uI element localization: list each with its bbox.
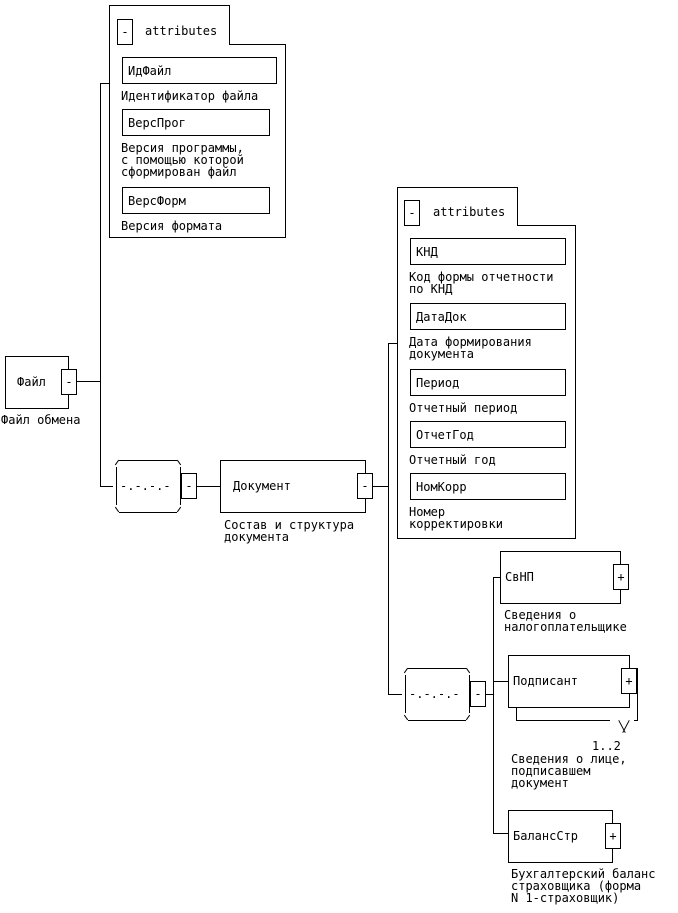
- root-attributes-title: attributes: [145, 24, 218, 38]
- node-podpisant-label: Подписант: [513, 674, 579, 688]
- connector-seq2-v: [493, 577, 494, 833]
- seq2-symbol: -.-.-.-: [409, 687, 460, 701]
- attr-versprog-desc: Версия программы, с помощью которой сфор…: [121, 141, 244, 179]
- node-balansstr-label: БалансСтр: [513, 829, 579, 843]
- seq2-corner-bl: [403, 714, 409, 721]
- seq2-corner-tl: [403, 667, 409, 674]
- node-balansstr-expand[interactable]: +: [605, 823, 621, 849]
- node-podpisant-multiplicity: 1..2: [592, 739, 621, 753]
- node-balansstr-desc: Бухгалтерский баланс страховщика (форма …: [511, 867, 656, 905]
- attr-knd[interactable]: КНД: [410, 238, 566, 265]
- node-podpisant[interactable]: Подписант: [508, 655, 630, 708]
- node-balansstr[interactable]: БалансСтр: [508, 810, 613, 863]
- attr-versform[interactable]: ВерсФорм: [122, 187, 270, 214]
- seq1-right: [180, 467, 181, 505]
- sequence-2-toggle[interactable]: -: [470, 681, 486, 707]
- connector-root-seq: [100, 486, 113, 487]
- doc-attributes-panel-top: [517, 225, 576, 226]
- root-attributes-panel-top: [229, 44, 286, 45]
- node-podpisant-desc: Сведения о лице, подписавшем документ: [511, 752, 627, 790]
- seq2-corner-tr: [465, 667, 471, 674]
- connector-root-h: [77, 381, 100, 382]
- node-document-toggle[interactable]: -: [357, 473, 373, 499]
- node-document[interactable]: Документ: [220, 460, 366, 513]
- node-file[interactable]: Файл: [5, 356, 69, 409]
- seq1-top: [119, 460, 177, 461]
- node-svnp[interactable]: СвНП: [500, 551, 621, 604]
- node-file-desc: Файл обмена: [1, 413, 81, 427]
- doc-attributes-toggle[interactable]: -: [404, 200, 420, 226]
- node-svnp-label: СвНП: [505, 570, 534, 584]
- seq1-corner-tr: [176, 459, 182, 466]
- connector-podpisant: [493, 681, 508, 682]
- attr-idfile-desc: Идентификатор файла: [121, 89, 259, 103]
- seq2-bottom: [408, 720, 466, 721]
- root-attributes-toggle[interactable]: -: [117, 19, 133, 45]
- node-file-toggle[interactable]: -: [61, 369, 77, 395]
- attr-versprog[interactable]: ВерсПрог: [122, 109, 270, 136]
- seq1-bottom: [119, 512, 177, 513]
- seq2-top: [408, 668, 466, 669]
- attr-period[interactable]: Период: [410, 369, 566, 396]
- connector-root-v: [100, 83, 101, 486]
- attr-knd-desc: Код формы отчетности по КНД: [409, 270, 554, 296]
- seq2-left: [405, 675, 406, 713]
- seq1-corner-bl: [114, 506, 120, 513]
- attr-datadok[interactable]: ДатаДок: [410, 303, 566, 330]
- doc-attributes-title: attributes: [433, 205, 506, 219]
- seq1-left: [116, 467, 117, 505]
- connector-doc-attr: [388, 343, 397, 344]
- seq2-corner-br: [465, 714, 471, 721]
- sequence-compositor-1[interactable]: -.-.-.-: [113, 453, 189, 519]
- node-document-label: Документ: [233, 479, 291, 493]
- connector-doc-h: [373, 486, 388, 487]
- attr-nomkorr-desc: Номер корректировки: [409, 505, 503, 531]
- sequence-compositor-2[interactable]: -.-.-.-: [402, 661, 478, 727]
- attr-otchetgod[interactable]: ОтчетГод: [410, 421, 566, 448]
- attr-otchetgod-desc: Отчетный год: [409, 453, 496, 467]
- attr-datadok-desc: Дата формирования документа: [409, 335, 532, 361]
- attr-idfile[interactable]: ИдФайл: [122, 57, 277, 84]
- seq1-symbol: -.-.-.-: [120, 479, 171, 493]
- connector-svnp: [493, 577, 500, 578]
- connector-doc-seq: [388, 694, 402, 695]
- attr-versform-desc: Версия формата: [121, 219, 223, 233]
- attr-nomkorr[interactable]: НомКорр: [410, 473, 566, 500]
- node-file-label: Файл: [17, 375, 46, 389]
- node-svnp-desc: Сведения о налогоплательщике: [504, 608, 627, 634]
- node-svnp-expand[interactable]: +: [613, 564, 629, 590]
- attr-period-desc: Отчетный период: [409, 401, 518, 415]
- sequence-1-toggle[interactable]: -: [181, 473, 197, 499]
- seq1-corner-tl: [114, 459, 120, 466]
- seq1-corner-br: [176, 506, 182, 513]
- node-podpisant-expand[interactable]: +: [621, 668, 637, 694]
- connector-root-attr: [100, 83, 109, 84]
- connector-seq2-h: [486, 694, 493, 695]
- connector-doc-v: [388, 343, 389, 694]
- seq2-right: [469, 675, 470, 713]
- connector-seq-doc: [197, 486, 220, 487]
- node-document-desc: Состав и структура документа: [224, 518, 355, 544]
- multiplicity-marker: [610, 714, 634, 740]
- connector-balans: [493, 833, 508, 834]
